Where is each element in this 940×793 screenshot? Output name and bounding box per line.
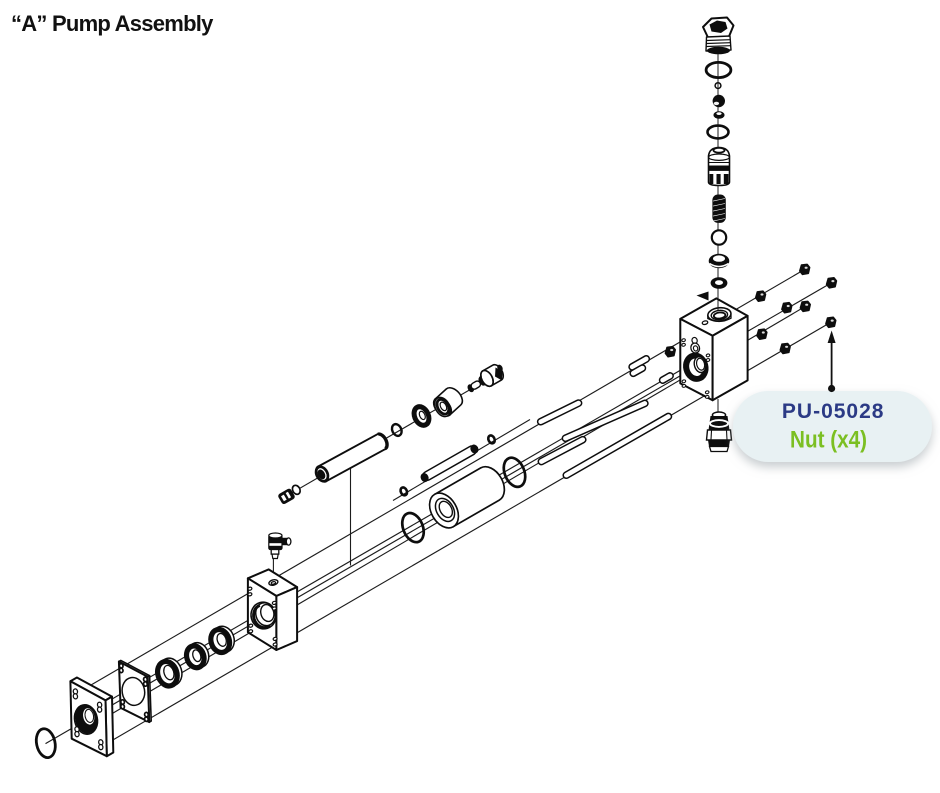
svg-text:Nut (x4): Nut (x4) (790, 426, 867, 453)
svg-text:“A” Pump Assembly: “A” Pump Assembly (11, 11, 214, 36)
svg-text:PU-05028: PU-05028 (782, 400, 885, 423)
